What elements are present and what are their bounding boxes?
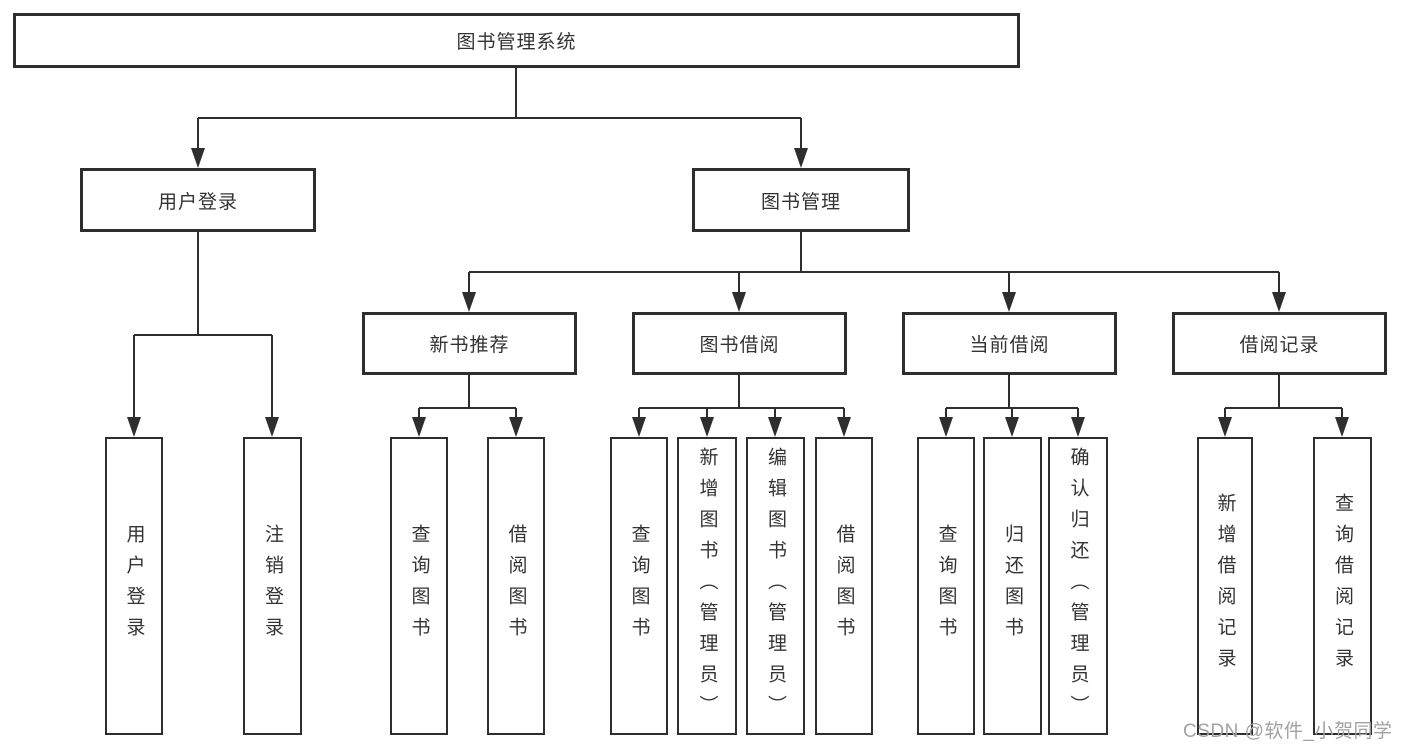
- leaf-borrow-add-books-admin: 新增图书（管理员）: [677, 437, 737, 735]
- node-current-borrowing: 当前借阅: [902, 312, 1117, 375]
- leaf-borrow-query-books: 查询图书: [610, 437, 668, 735]
- connector-root-to-level2: [191, 68, 808, 168]
- leaf-current-query-books: 查询图书: [917, 437, 975, 735]
- leaf-records-query-record: 查询借阅记录: [1313, 437, 1372, 735]
- leaf-borrow-edit-books-admin: 编辑图书（管理员）: [746, 437, 805, 735]
- connector-borrow-children: [632, 375, 851, 437]
- leaf-borrow-borrow-books: 借阅图书: [815, 437, 873, 735]
- node-book-management: 图书管理: [692, 168, 910, 232]
- leaf-records-add-record: 新增借阅记录: [1197, 437, 1253, 735]
- leaf-recommend-borrow-books: 借阅图书: [487, 437, 545, 735]
- node-new-book-recommendation: 新书推荐: [362, 312, 577, 375]
- leaf-recommend-query-books: 查询图书: [390, 437, 448, 735]
- leaf-logout: 注销登录: [243, 437, 302, 735]
- connector-recommend-children: [412, 375, 523, 437]
- node-root-library-system: 图书管理系统: [13, 13, 1020, 68]
- connector-current-children: [939, 375, 1085, 437]
- node-borrowing-records: 借阅记录: [1172, 312, 1387, 375]
- node-book-borrowing: 图书借阅: [632, 312, 847, 375]
- connector-book-mgmt-to-level3: [462, 232, 1286, 312]
- csdn-watermark: CSDN @软件_小贺同学: [1183, 721, 1393, 742]
- leaf-current-return-books: 归还图书: [983, 437, 1042, 735]
- leaf-user-login: 用户登录: [105, 437, 163, 735]
- connector-records-children: [1218, 375, 1349, 437]
- node-user-login: 用户登录: [80, 168, 316, 232]
- connector-user-login-children: [127, 232, 279, 437]
- leaf-current-confirm-return-admin: 确认归还（管理员）: [1048, 437, 1108, 735]
